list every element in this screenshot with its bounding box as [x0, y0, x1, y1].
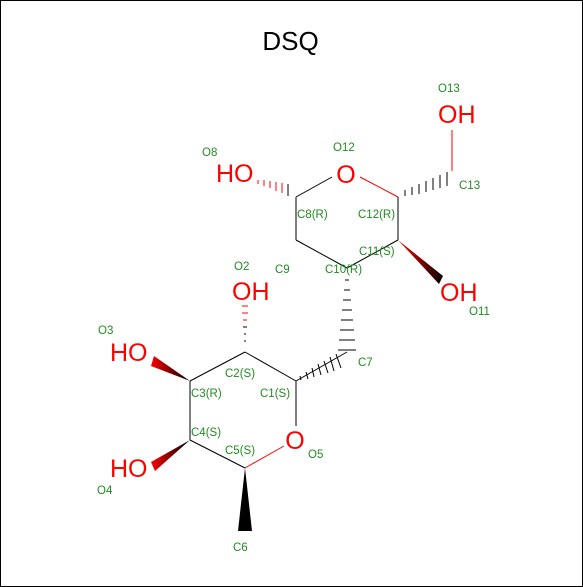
label-o8: O8 [202, 147, 217, 159]
atom-o3: HO [110, 339, 148, 367]
bond-o5-c5 [244, 445, 285, 469]
hash-c2-o2 [242, 305, 248, 342]
label-c12: C12(R) [358, 209, 395, 221]
label-c1: C1(S) [260, 388, 290, 400]
label-c2: C2(S) [225, 368, 255, 380]
label-c5: C5(S) [225, 445, 255, 457]
bond-c5-c4 [189, 439, 246, 469]
label-c4: C4(S) [191, 427, 221, 439]
hash-c1-c7 [299, 353, 342, 381]
label-c3: C3(R) [191, 388, 222, 400]
heteroatoms: O OH HO OH OH HO O HO [110, 101, 478, 483]
label-o5: O5 [308, 449, 323, 461]
label-c6: C6 [233, 542, 248, 554]
label-c13: C13 [459, 180, 480, 192]
wedge-c3-o3 [151, 356, 190, 381]
atom-o8: HO [216, 160, 254, 188]
label-c8: C8(R) [297, 209, 328, 221]
label-o13: O13 [438, 83, 460, 95]
bond-o12-c12 [359, 176, 399, 198]
hashed-bonds [242, 172, 448, 381]
bond-c2-c1 [244, 351, 297, 382]
atom-o13: OH [438, 101, 476, 129]
wedge-c5-c6 [238, 468, 252, 531]
hash-c12-c13 [404, 172, 448, 196]
hash-c8-o8 [257, 180, 289, 196]
label-o12: O12 [333, 142, 355, 154]
bonds [189, 130, 453, 469]
label-c7: C7 [358, 357, 373, 369]
label-o4: O4 [97, 485, 113, 497]
label-c9: C9 [275, 264, 290, 276]
bond-c8-o12 [295, 176, 333, 198]
label-c11: C11(S) [359, 246, 395, 258]
atom-labels: O13 O8 O12 C13 C8(R) C12(R) C11(S) C9 C1… [97, 83, 490, 554]
atom-o2: OH [232, 278, 270, 306]
label-c10: C10(R) [325, 264, 362, 276]
atom-o4: HO [110, 455, 148, 483]
label-o11: O11 [469, 306, 490, 318]
atom-o12: O [336, 161, 355, 189]
bond-c10-c9 [295, 239, 348, 269]
bond-c11-c10 [346, 239, 399, 269]
bond-c7-c1 [295, 351, 348, 382]
atom-o11: OH [440, 279, 478, 307]
wedge-c11-o11 [398, 240, 443, 284]
wedge-bonds [151, 240, 443, 531]
bond-c3-c2 [189, 351, 246, 382]
hash-c10-c7 [338, 279, 356, 351]
molecule-title: DSQ [262, 26, 319, 56]
wedge-c4-o4 [151, 440, 190, 471]
atom-o5: O [285, 427, 304, 455]
label-o2: O2 [234, 261, 249, 273]
label-o3: O3 [98, 325, 113, 337]
